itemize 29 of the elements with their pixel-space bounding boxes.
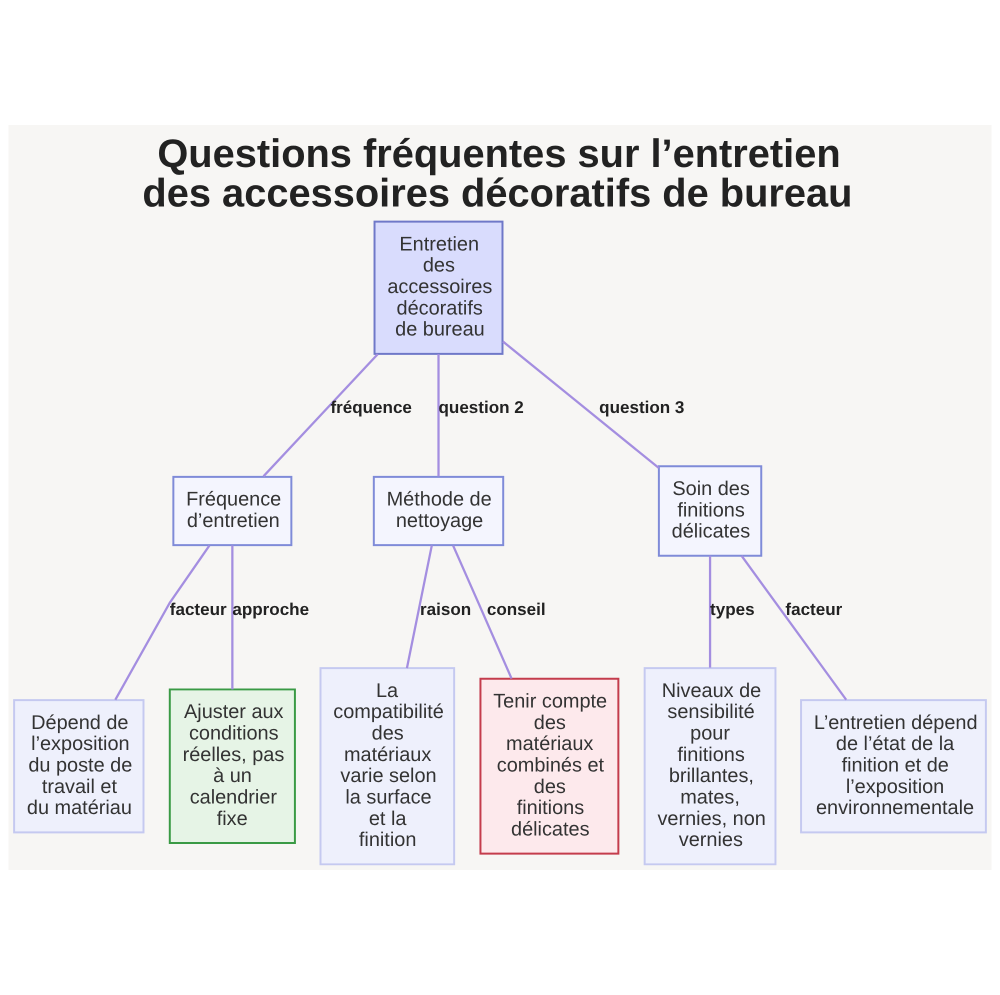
connector [740, 555, 848, 700]
connector [452, 545, 513, 679]
edge-label: fréquence [330, 398, 412, 418]
edge-label: facteur [170, 600, 227, 619]
connector [114, 544, 210, 700]
node-box: Entretien des accessoires décoratifs de bureau [374, 220, 504, 355]
node-box: Ajuster aux conditions réelles, pas à un calendrier fixe [168, 688, 296, 844]
node-box: Méthode de nettoyage [372, 476, 504, 546]
node-box: Dépend de l’exposition du poste de travail et du matériau [13, 699, 144, 834]
node-box: Tenir compte des matériaux combinés et des finitions délicates [479, 678, 620, 855]
diagram-title: Questions fréquentes sur l’entretien des accessoires décoratifs de bureau [142, 132, 852, 216]
node-box: L’entretien dépend de l’état de la finition et de l’exposition environnementale [800, 699, 987, 834]
node-box: Soin des finitions délicates [658, 465, 762, 557]
edge-label: conseil [486, 600, 546, 619]
connector [708, 556, 712, 668]
edge-label: question 3 [599, 398, 684, 418]
edge-label: raison [420, 600, 472, 619]
node-box: Niveaux de sensibilité pour finitions brillantes, mates, vernies, non vernies [644, 667, 776, 866]
node-box: La compatibilité des matériaux varie selon la surface et la finition [320, 667, 456, 866]
connector [262, 353, 379, 478]
node-box: Fréquence d’entretien [172, 476, 292, 546]
edge-label: types [710, 600, 755, 619]
connector [502, 340, 660, 469]
edge-label: question 2 [438, 398, 524, 418]
edge-label: facteur [785, 600, 842, 619]
connector [437, 354, 440, 476]
connector [231, 545, 234, 690]
edge-label: approche [232, 600, 310, 619]
connector [406, 545, 433, 668]
